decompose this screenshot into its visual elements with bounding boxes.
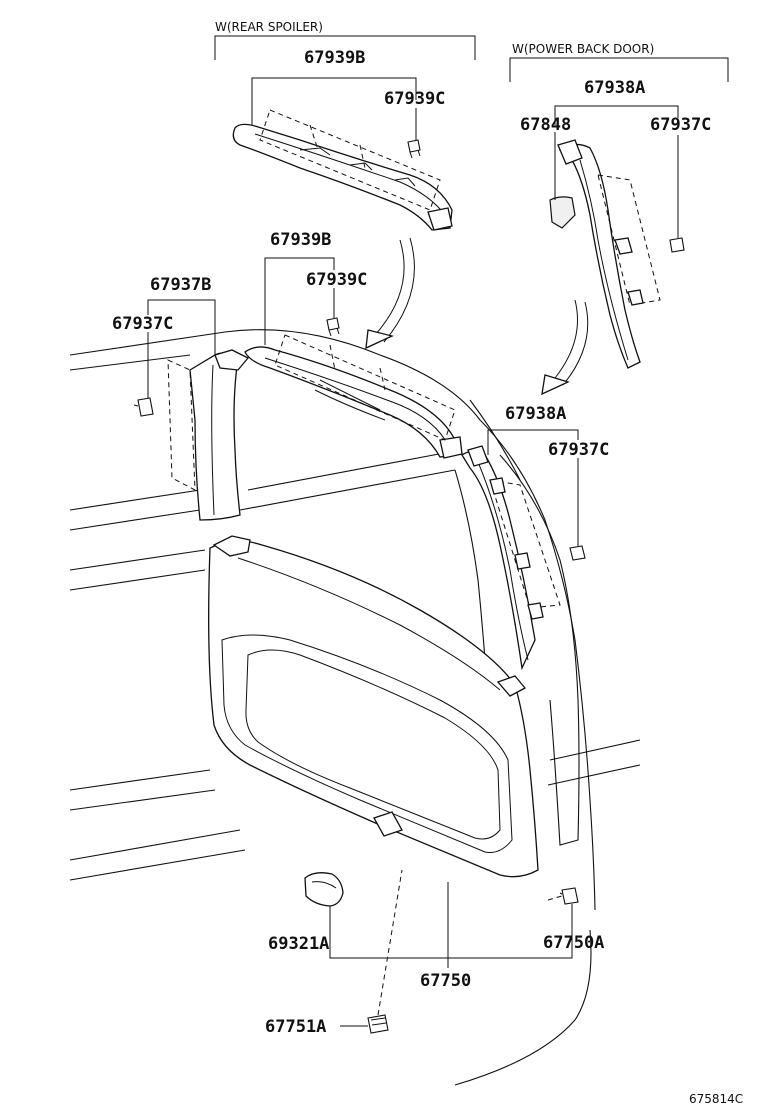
label-67937C-top: 67937C [650, 115, 711, 135]
vehicle-body-outline [69, 329, 641, 1086]
side-trim-power-door-part [549, 139, 661, 369]
screw-67751A [367, 1014, 389, 1034]
door-trim-board-part [208, 535, 539, 878]
arrow-door-to-side [541, 299, 589, 396]
label-67750A: 67750A [543, 933, 604, 953]
label-67937B: 67937B [150, 275, 211, 295]
clip-67939C-mid [326, 317, 340, 337]
variant-bracket-rear-spoiler [214, 35, 476, 60]
clip-67848-part [549, 196, 576, 229]
variant-bracket-power-back-door [509, 57, 729, 82]
label-67937C-right: 67937C [548, 440, 609, 460]
clip-67937C-left [133, 397, 154, 417]
variant-label-rear-spoiler: W(REAR SPOILER) [215, 20, 323, 34]
label-67750: 67750 [420, 971, 471, 991]
label-67751A: 67751A [265, 1017, 326, 1037]
label-67848: 67848 [520, 115, 571, 135]
cover-69321A-part [304, 872, 344, 907]
label-67939B-mid: 67939B [270, 230, 331, 250]
label-67938A-top: 67938A [584, 78, 645, 98]
variant-label-power-back-door: W(POWER BACK DOOR) [512, 42, 654, 56]
leader-lines [147, 77, 679, 1027]
side-trim-right-part [461, 445, 561, 671]
header-trim-part [244, 334, 463, 459]
clip-67750A [559, 887, 579, 905]
header-trim-spoiler-part [232, 109, 453, 231]
label-67938A-mid: 67938A [505, 404, 566, 424]
label-67939C-top: 67939C [384, 89, 445, 109]
arrow-spoiler-to-header [365, 237, 415, 350]
label-67939B-top: 67939B [304, 48, 365, 68]
grip-cover-part [373, 811, 403, 837]
label-67939C-mid: 67939C [306, 270, 367, 290]
clip-67937C-top [669, 237, 685, 253]
label-69321A: 69321A [268, 934, 329, 954]
diagram-reference-id: 675814C [689, 1092, 743, 1106]
clip-67939C-top [407, 139, 421, 159]
label-67937C-left: 67937C [112, 314, 173, 334]
clip-67937C-right [569, 545, 586, 561]
pillar-trim-left-part [167, 349, 250, 521]
